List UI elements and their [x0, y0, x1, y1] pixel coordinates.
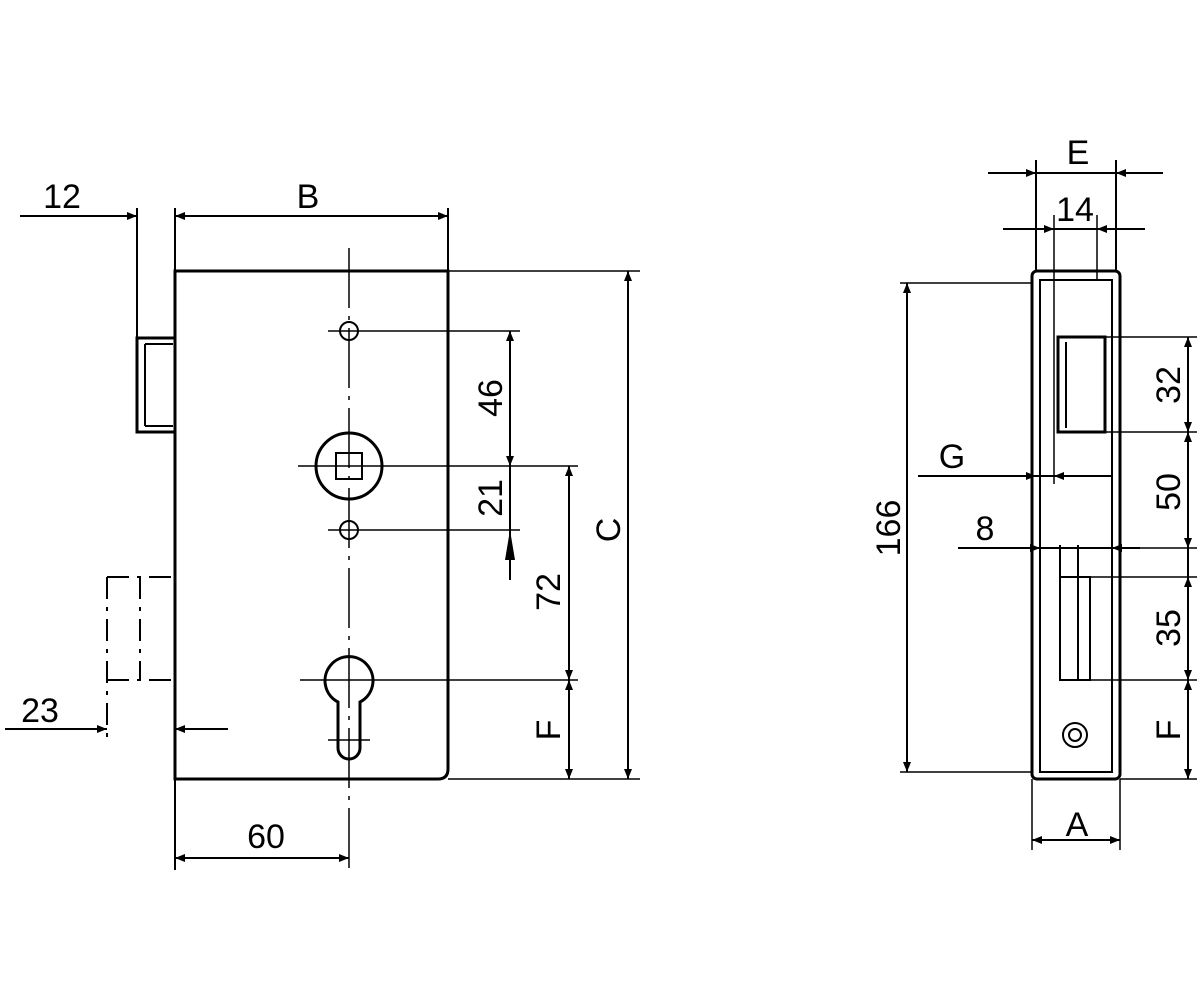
- dim-cylinder-to-bottom: F: [530, 720, 568, 741]
- forend-inner: [1039, 279, 1113, 773]
- euro-cylinder-hole: [323, 655, 375, 761]
- dim-166: 166: [870, 500, 908, 557]
- deadbolt-extended: [106, 576, 175, 740]
- dim-forend-offset: 12: [43, 178, 81, 216]
- dim-bolt-height: 35: [1150, 609, 1188, 647]
- dim-case-depth: A: [1066, 806, 1089, 844]
- dim-case-width: B: [297, 178, 320, 216]
- dim-latch-height: 32: [1150, 366, 1188, 404]
- side-latch: [1056, 335, 1107, 434]
- dim-bolt-to-bottom: F: [1150, 720, 1188, 741]
- dim-backset: 60: [247, 818, 285, 856]
- dim-spindle-to-hole: 21: [472, 479, 510, 517]
- lock-case: [173, 269, 450, 781]
- dim-spindle-to-cylinder: 72: [530, 573, 568, 611]
- side-view: E 14 G 166 G 8 32 50 35 F: [870, 134, 1197, 850]
- dim-hole-to-spindle: 46: [472, 379, 510, 417]
- latch-bolt: [135, 336, 177, 434]
- dim-offset-g: G: [939, 438, 965, 476]
- dim-case-height: C: [590, 518, 628, 543]
- dim-overall-depth: E: [1067, 134, 1090, 172]
- dim-latch-to-bolt: 50: [1150, 473, 1188, 511]
- dim-deadbolt-throw: 23: [21, 692, 59, 730]
- side-deadbolt: [1059, 545, 1091, 681]
- dim-forend-width: 14: [1056, 191, 1094, 229]
- front-view: 12 B 23 60 46 21 72 F C: [5, 178, 640, 870]
- forend-outer: [1030, 269, 1122, 781]
- screw-icon: [1062, 722, 1088, 748]
- dim-offset-8: 8: [976, 510, 995, 548]
